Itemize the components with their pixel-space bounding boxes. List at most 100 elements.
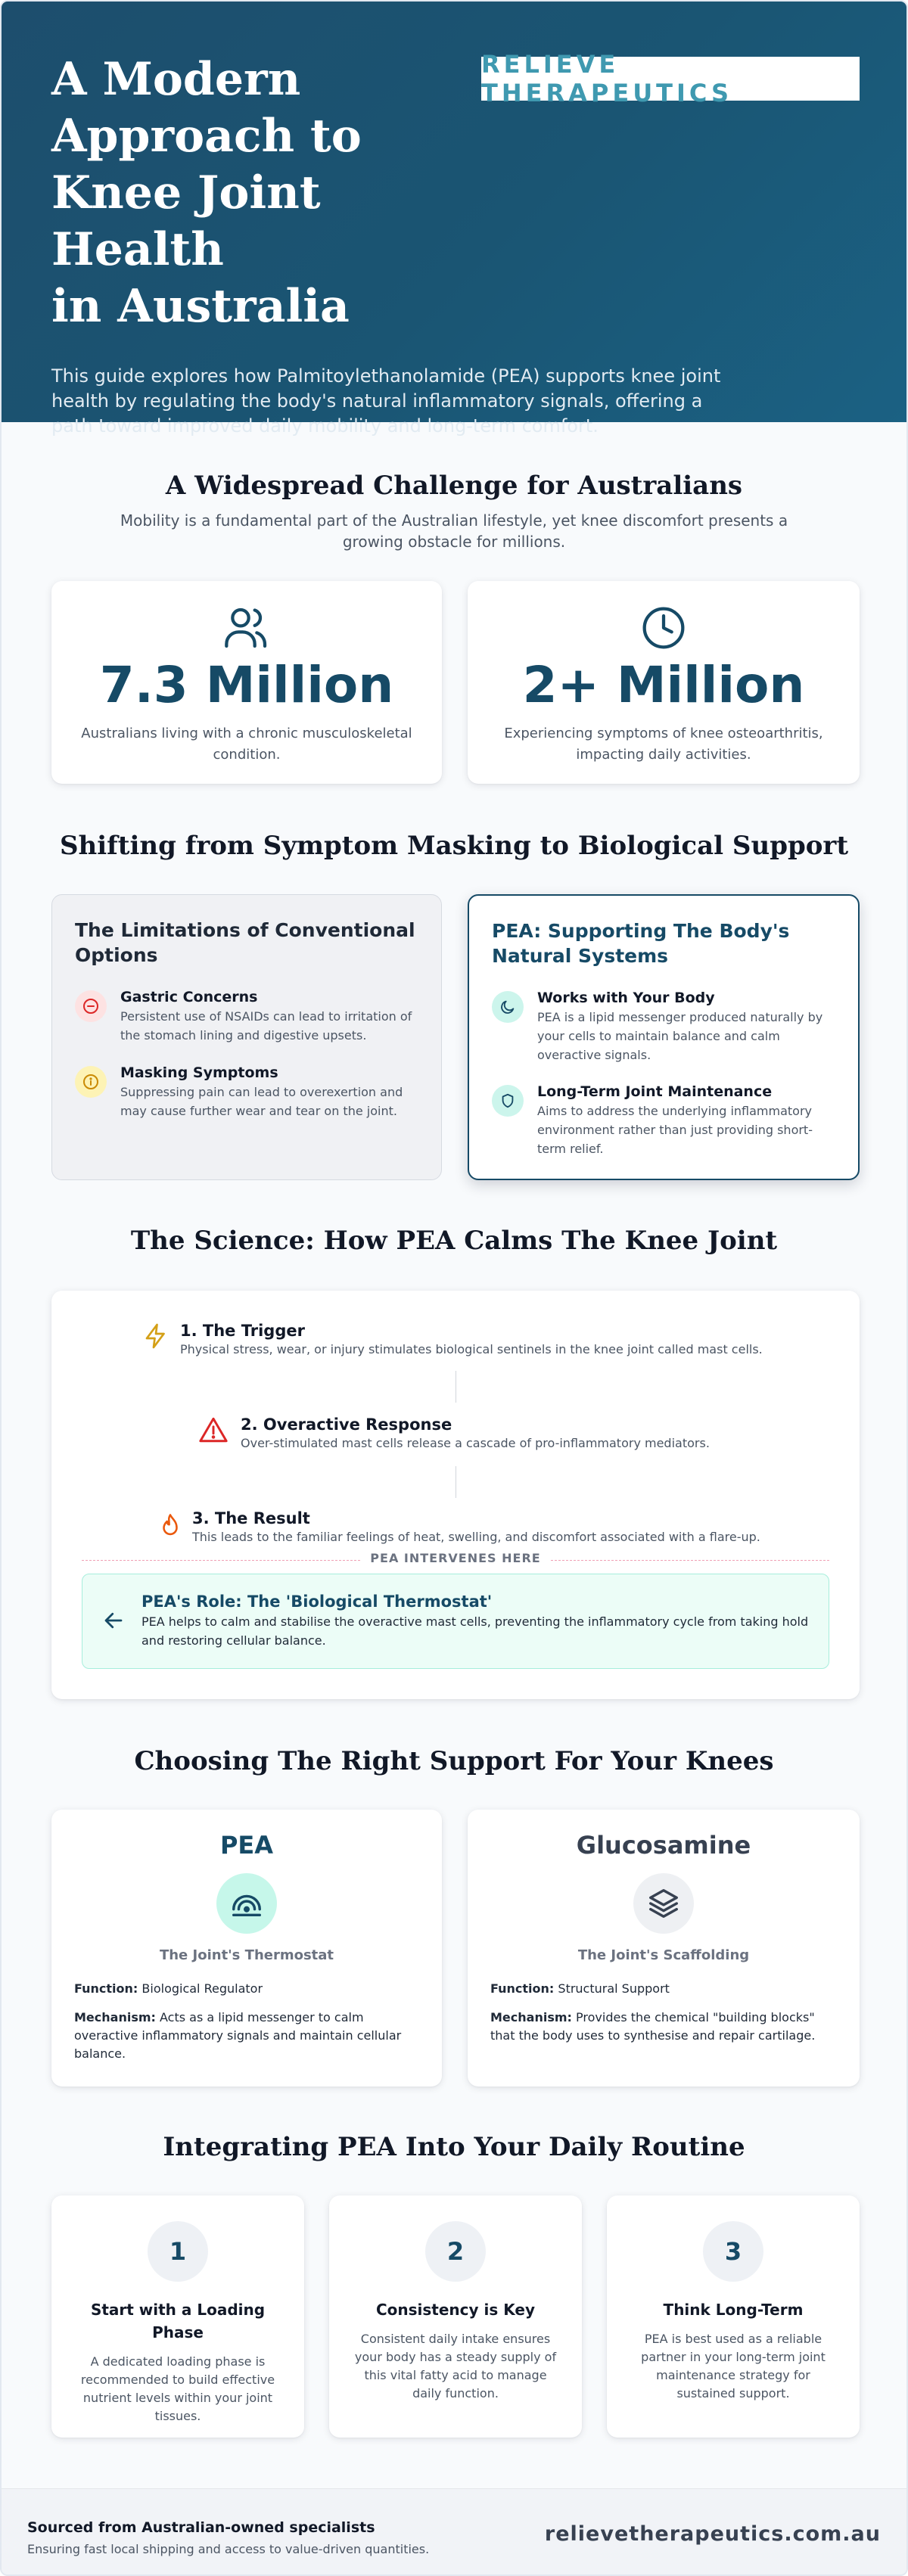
- warning-icon: [199, 1417, 228, 1443]
- footer-website-link[interactable]: relievetherapeutics.com.au: [544, 2522, 881, 2546]
- function-value: Biological Regulator: [141, 1981, 263, 1996]
- step-text: A dedicated loading phase is recommended…: [80, 2354, 275, 2423]
- hero-title-line: Knee Joint Health: [51, 166, 321, 276]
- hero-title-line: A Modern: [51, 53, 301, 106]
- option-function: Function: Structural Support: [490, 1980, 837, 1998]
- option-mechanism: Mechanism: Acts as a lipid messenger to …: [74, 2009, 419, 2063]
- benefit-item: Works with Your Body PEA is a lipid mess…: [492, 988, 835, 1064]
- science-card: 1. The Trigger Physical stress, wear, or…: [51, 1291, 860, 1699]
- stat-number: 7.3 Million: [99, 656, 394, 714]
- option-name: Glucosamine: [576, 1831, 751, 1860]
- step-heading: Think Long-Term: [663, 2301, 804, 2319]
- gauge-icon: [216, 1873, 277, 1934]
- function-label: Function:: [490, 1981, 555, 1996]
- science-step-heading: 2. Overactive Response: [241, 1415, 452, 1434]
- science-title: The Science: How PEA Calms The Knee Join…: [130, 1226, 778, 1256]
- mechanism-value: Acts as a lipid messenger to calm overac…: [74, 2010, 402, 2061]
- footer-text: Ensuring fast local shipping and access …: [27, 2542, 430, 2556]
- stat-label: Experiencing symptoms of knee osteoarthr…: [504, 726, 823, 763]
- hero-description: This guide explores how Palmitoylethanol…: [51, 365, 721, 437]
- function-value: Structural Support: [558, 1981, 670, 1996]
- option-card: Glucosamine The Joint's Scaffolding Func…: [468, 1810, 860, 2087]
- hero-banner: A Modern Approach to Knee Joint Health i…: [2, 2, 906, 437]
- stat-number: 2+ Million: [522, 656, 805, 714]
- footer: Sourced from Australian-owned specialist…: [2, 2488, 906, 2574]
- step-text: PEA is best used as a reliable partner i…: [641, 2332, 826, 2400]
- step-number: 1: [148, 2221, 208, 2282]
- logo-text: RELIEVE THERAPEUTICS: [481, 50, 733, 107]
- arrow-left-icon: [104, 1612, 123, 1629]
- science-step: 1. The Trigger Physical stress, wear, or…: [142, 1321, 823, 1359]
- step-heading: Consistency is Key: [375, 2301, 535, 2319]
- limitation-text: Suppressing pain can lead to overexertio…: [120, 1085, 403, 1118]
- option-tagline: The Joint's Thermostat: [159, 1947, 334, 1963]
- flame-icon: [163, 1514, 178, 1536]
- step-number: 2: [425, 2221, 486, 2282]
- users-icon: [225, 607, 267, 648]
- pea-role-heading: PEA's Role: The 'Biological Thermostat': [141, 1593, 493, 1611]
- benefit-text: Aims to address the underlying inflammat…: [537, 1104, 813, 1156]
- benefit-text: PEA is a lipid messenger produced natura…: [537, 1010, 823, 1062]
- lightning-icon: [145, 1323, 165, 1349]
- challenge-subtitle: Mobility is a fundamental part of the Au…: [120, 511, 788, 551]
- limitation-heading: Gastric Concerns: [120, 989, 258, 1005]
- pea-benefits-title: PEA: Supporting The Body's Natural Syste…: [492, 920, 790, 967]
- challenge-header: A Widespread Challenge for Australians M…: [2, 471, 906, 552]
- science-step-text: Over-stimulated mast cells release a cas…: [241, 1436, 710, 1450]
- option-function: Function: Biological Regulator: [74, 1980, 419, 1998]
- step-heading: Start with a Loading Phase: [90, 2301, 266, 2341]
- shift-title: Shifting from Symptom Masking to Biologi…: [59, 831, 849, 861]
- routine-title: Integrating PEA Into Your Daily Routine: [163, 2132, 745, 2162]
- mechanism-value: Provides the chemical "building blocks" …: [490, 2010, 816, 2043]
- info-icon: [75, 1066, 107, 1098]
- limitation-heading: Masking Symptoms: [120, 1064, 278, 1081]
- pea-role-box: PEA's Role: The 'Biological Thermostat' …: [82, 1574, 829, 1669]
- moon-icon: [492, 991, 524, 1023]
- limitations-title: The Limitations of Conventional Options: [75, 919, 415, 966]
- option-name: PEA: [219, 1831, 274, 1860]
- stat-card: 7.3 Million Australians living with a ch…: [51, 581, 442, 784]
- science-step-text: Physical stress, wear, or injury stimula…: [180, 1342, 763, 1356]
- layers-icon: [633, 1873, 694, 1934]
- brand-logo[interactable]: RELIEVE THERAPEUTICS: [481, 50, 860, 107]
- clock-icon: [642, 607, 685, 649]
- hero-title-line: Approach to: [51, 110, 362, 163]
- intervention-label-wrap: PEA INTERVENES HERE: [51, 1551, 860, 1565]
- science-step-text: This leads to the familiar feelings of h…: [192, 1530, 760, 1544]
- function-label: Function:: [74, 1981, 138, 1996]
- shield-icon: [492, 1085, 524, 1117]
- mechanism-label: Mechanism:: [74, 2010, 156, 2024]
- benefit-heading: Works with Your Body: [537, 990, 715, 1006]
- stat-card: 2+ Million Experiencing symptoms of knee…: [468, 581, 860, 784]
- science-step-heading: 1. The Trigger: [180, 1322, 305, 1340]
- mechanism-label: Mechanism:: [490, 2010, 572, 2024]
- minus-circle-icon: [75, 990, 107, 1022]
- option-card: PEA The Joint's Thermostat Function: Bio…: [51, 1810, 442, 2087]
- science-step: 2. Overactive Response Over-stimulated m…: [198, 1415, 834, 1453]
- routine-step-card: 1 Start with a Loading Phase A dedicated…: [51, 2195, 304, 2438]
- routine-step-card: 3 Think Long-Term PEA is best used as a …: [607, 2195, 860, 2438]
- hero-title: A Modern Approach to Knee Joint Health i…: [51, 51, 505, 335]
- benefit-heading: Long-Term Joint Maintenance: [537, 1083, 773, 1100]
- limitation-item: Masking Symptoms Suppressing pain can le…: [75, 1063, 418, 1120]
- choose-title: Choosing The Right Support For Your Knee…: [134, 1746, 774, 1776]
- science-step: 3. The Result This leads to the familiar…: [157, 1509, 838, 1546]
- step-number: 3: [703, 2221, 763, 2282]
- footer-heading: Sourced from Australian-owned specialist…: [27, 2519, 375, 2536]
- hero-title-line: in Australia: [51, 280, 350, 333]
- stat-label: Australians living with a chronic muscul…: [81, 726, 412, 763]
- pea-role-text: PEA helps to calm and stabilise the over…: [141, 1614, 809, 1648]
- challenge-title: A Widespread Challenge for Australians: [165, 471, 743, 501]
- science-step-heading: 3. The Result: [192, 1509, 310, 1527]
- option-tagline: The Joint's Scaffolding: [577, 1947, 750, 1963]
- intervention-label: PEA INTERVENES HERE: [361, 1551, 550, 1565]
- limitation-text: Persistent use of NSAIDs can lead to irr…: [120, 1009, 412, 1043]
- benefit-item: Long-Term Joint Maintenance Aims to addr…: [492, 1082, 835, 1158]
- limitations-card: The Limitations of Conventional Options …: [51, 894, 442, 1180]
- option-mechanism: Mechanism: Provides the chemical "buildi…: [490, 2009, 837, 2045]
- pea-benefits-card: PEA: Supporting The Body's Natural Syste…: [468, 894, 860, 1180]
- limitation-item: Gastric Concerns Persistent use of NSAID…: [75, 987, 418, 1045]
- step-text: Consistent daily intake ensures your bod…: [354, 2332, 557, 2400]
- routine-step-card: 2 Consistency is Key Consistent daily in…: [329, 2195, 582, 2438]
